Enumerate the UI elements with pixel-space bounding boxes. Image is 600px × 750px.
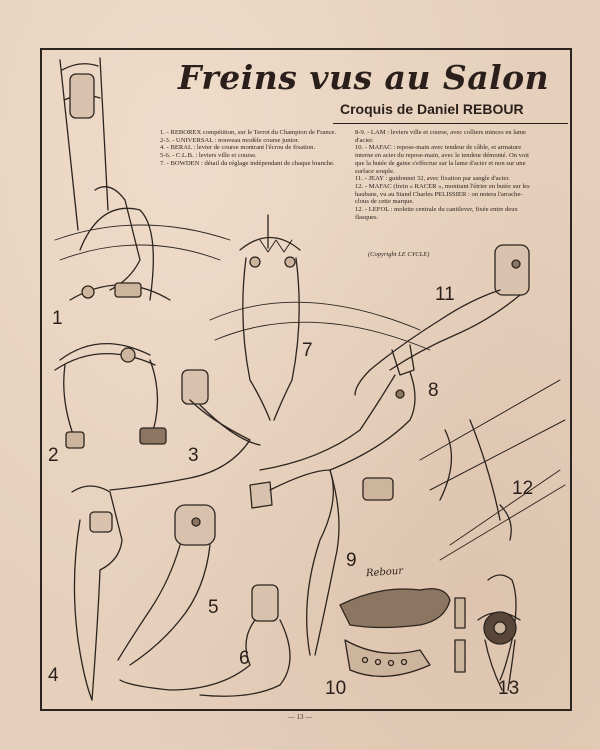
legend-item: 2-3. - UNIVERSAL : nouveau modèle course… xyxy=(160,136,300,144)
legend-item: 5-6. - C.L.B. : leviers ville et course. xyxy=(160,152,257,160)
subtitle-rule xyxy=(333,123,568,124)
sketch-reborex-caliper xyxy=(54,57,231,301)
figure-number: 3 xyxy=(188,445,199,466)
sketch-universal-caliper xyxy=(54,342,167,449)
legend-item: 1. - REBOREX compétition, sur le Terrot … xyxy=(160,129,337,136)
figure-number: 7 xyxy=(302,340,313,361)
legend-item: 7. - BOWDEN : détail du réglage indépend… xyxy=(160,159,335,167)
figure-number: 13 xyxy=(498,678,520,699)
legend-item: 12. - MAFAC (frein « RACER », montrant l… xyxy=(355,182,530,206)
figure-number: 11 xyxy=(435,284,455,305)
figure-number: 1 xyxy=(52,308,63,329)
figure-number: 8 xyxy=(428,380,439,401)
figure-number: 6 xyxy=(239,648,250,669)
figure-number: 10 xyxy=(325,678,347,699)
figure-number: 4 xyxy=(48,665,59,686)
legend-item: 4. - BERAL : levier de course montrant l… xyxy=(160,144,316,152)
copyright-note: (Copyright LE CYCLE) xyxy=(368,251,430,258)
legend-item: 10. - MAFAC : repose-main avec tendeur d… xyxy=(355,144,529,175)
subtitle-name: REBOUR xyxy=(462,101,524,117)
page-title: Freins vus au Salon xyxy=(178,58,550,97)
legend-item: 12. - LEFOL : molette centrale du cantil… xyxy=(355,206,518,221)
sketch-clb-lever-race xyxy=(119,584,291,697)
sketch-bowden-caliper xyxy=(209,214,431,421)
sketch-jeay-lever xyxy=(354,244,530,396)
page-number: — 13 — xyxy=(287,713,313,721)
legend-left: 1. - REBOREX compétition, sur le Terrot … xyxy=(160,129,340,168)
figure-number: 12 xyxy=(512,478,534,499)
figure-number: 2 xyxy=(48,445,59,466)
page-subtitle: Croquis de Daniel REBOUR xyxy=(340,101,570,117)
sketch-lefol-cantilever xyxy=(477,574,521,691)
sketch-clb-lever-city xyxy=(117,504,216,666)
sketch-beral-lever xyxy=(71,485,123,701)
illustration-frame xyxy=(40,48,572,711)
legend-item: 11. - JEAY : guidonnet 32, avec fixation… xyxy=(355,175,510,183)
sketch-lam-lever-race xyxy=(249,469,340,656)
figure-number: 9 xyxy=(346,550,357,571)
sketch-lam-lever-city xyxy=(259,344,416,471)
sketch-mafac-racer xyxy=(362,379,566,561)
sketch-mafac-handrest xyxy=(339,588,466,678)
sketch-universal-lever xyxy=(109,369,261,491)
subtitle-prefix: Croquis de Daniel xyxy=(340,101,460,117)
figure-number: 5 xyxy=(208,597,219,618)
legend-right: 8-9. - LAM : leviers ville et course, av… xyxy=(355,129,530,221)
legend-item: 8-9. - LAM : leviers ville et course, av… xyxy=(355,129,527,144)
